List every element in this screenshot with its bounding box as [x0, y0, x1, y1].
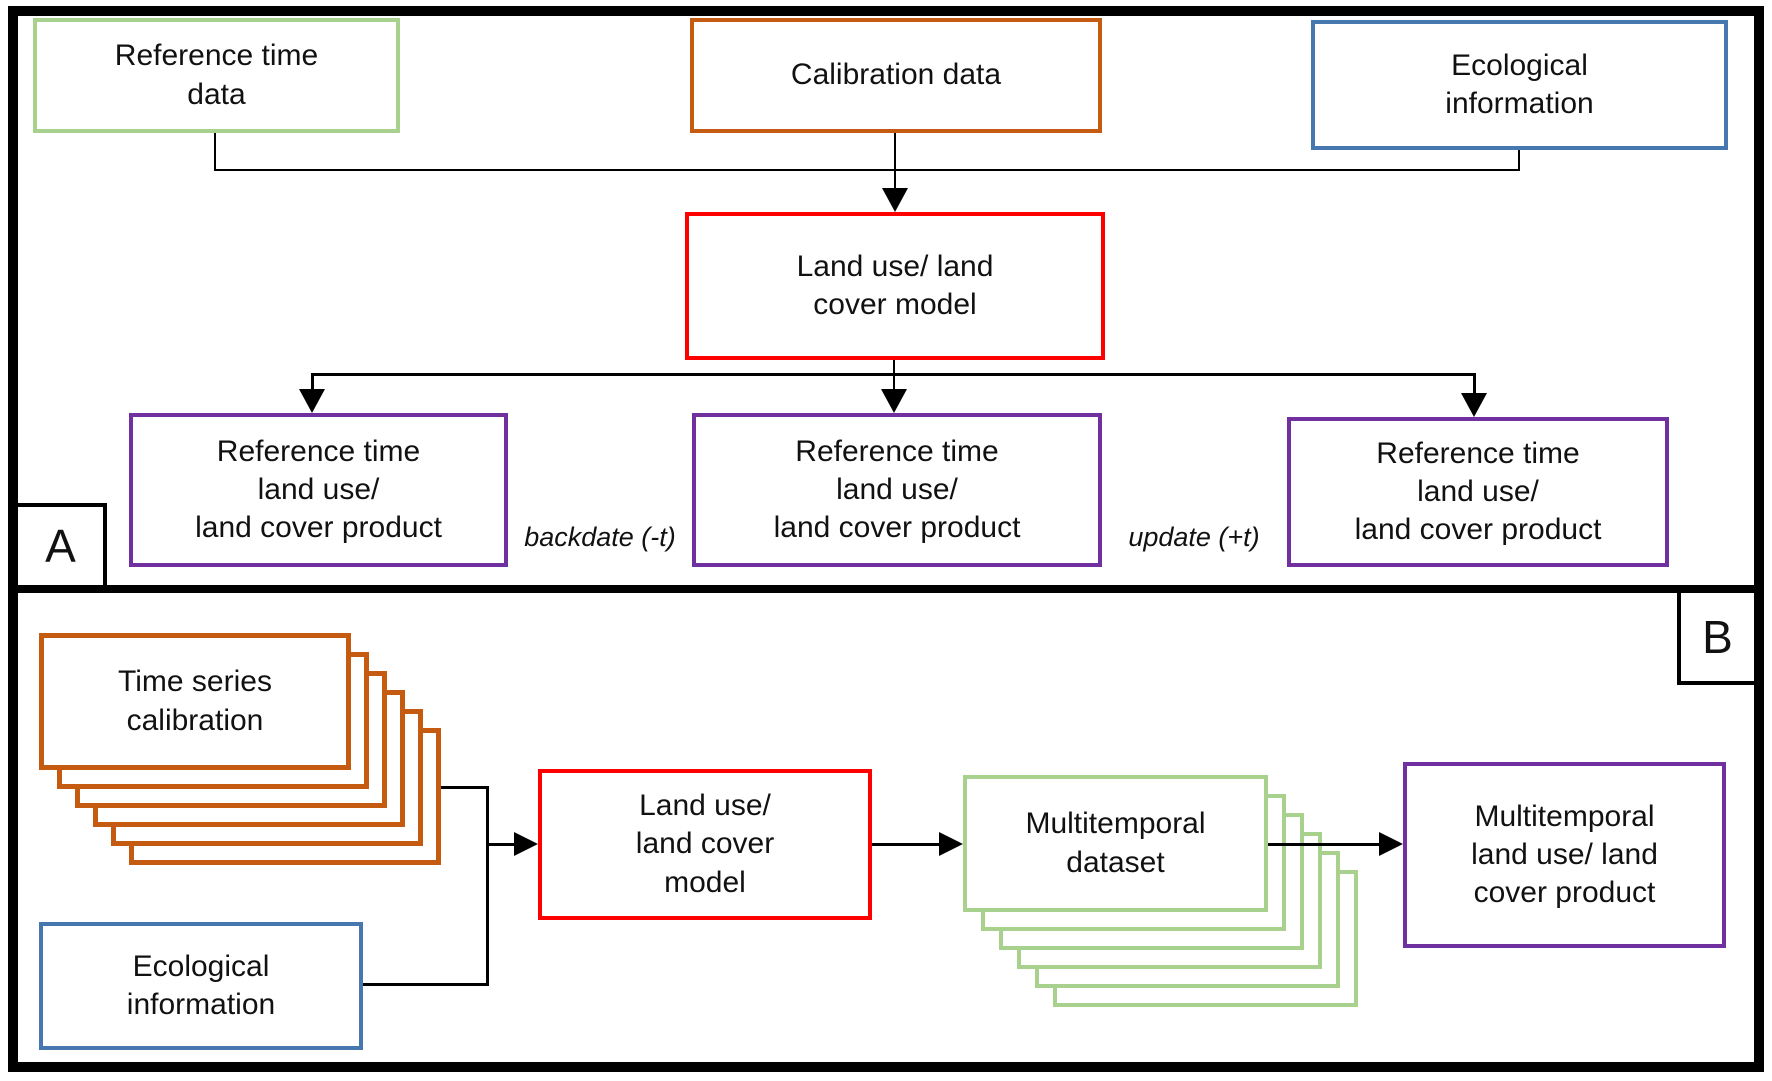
panel-b-label: B — [1677, 593, 1754, 685]
connector-line — [1473, 373, 1476, 394]
arrowhead-right-icon — [1379, 832, 1403, 856]
connector-line — [441, 786, 489, 789]
label-update: update (+t) — [1128, 522, 1260, 552]
box-reference-product-middle: Reference time land use/ land cover prod… — [692, 413, 1102, 567]
panel-a-label: A — [18, 503, 107, 585]
box-multitemporal-product: Multitemporal land use/ land cover produ… — [1403, 762, 1726, 948]
connector-line — [894, 133, 896, 190]
box-reference-product-right: Reference time land use/ land cover prod… — [1287, 417, 1669, 567]
arrowhead-down-icon — [882, 188, 908, 212]
connector-line — [214, 169, 1520, 171]
box-land-use-land-cover-model-a: Land use/ land cover model — [685, 212, 1105, 360]
connector-line — [311, 373, 314, 391]
arrowhead-down-icon — [1461, 393, 1487, 417]
connector-line — [1268, 843, 1380, 846]
box-land-use-land-cover-model-b: Land use/ land cover model — [538, 769, 872, 920]
connector-line — [489, 843, 516, 846]
box-time-series-calibration: Time series calibration — [39, 633, 351, 770]
connector-line — [1518, 150, 1520, 170]
connector-line — [363, 983, 489, 986]
connector-line — [872, 843, 940, 846]
box-ecological-information-a: Ecological information — [1311, 20, 1728, 150]
arrowhead-down-icon — [881, 389, 907, 413]
label-backdate: backdate (-t) — [524, 522, 676, 552]
connector-line — [486, 786, 489, 986]
box-reference-product-left: Reference time land use/ land cover prod… — [129, 413, 508, 567]
arrowhead-down-icon — [299, 389, 325, 413]
connector-line — [214, 133, 216, 170]
outer-frame — [8, 6, 1764, 1072]
connector-line — [312, 373, 1476, 376]
arrowhead-right-icon — [514, 832, 538, 856]
box-multitemporal-dataset: Multitemporal dataset — [963, 775, 1268, 912]
box-reference-time-data: Reference time data — [33, 18, 400, 133]
box-ecological-information-b: Ecological information — [39, 922, 363, 1050]
arrowhead-right-icon — [939, 832, 963, 856]
panel-divider — [8, 585, 1764, 593]
box-calibration-data: Calibration data — [690, 18, 1102, 133]
